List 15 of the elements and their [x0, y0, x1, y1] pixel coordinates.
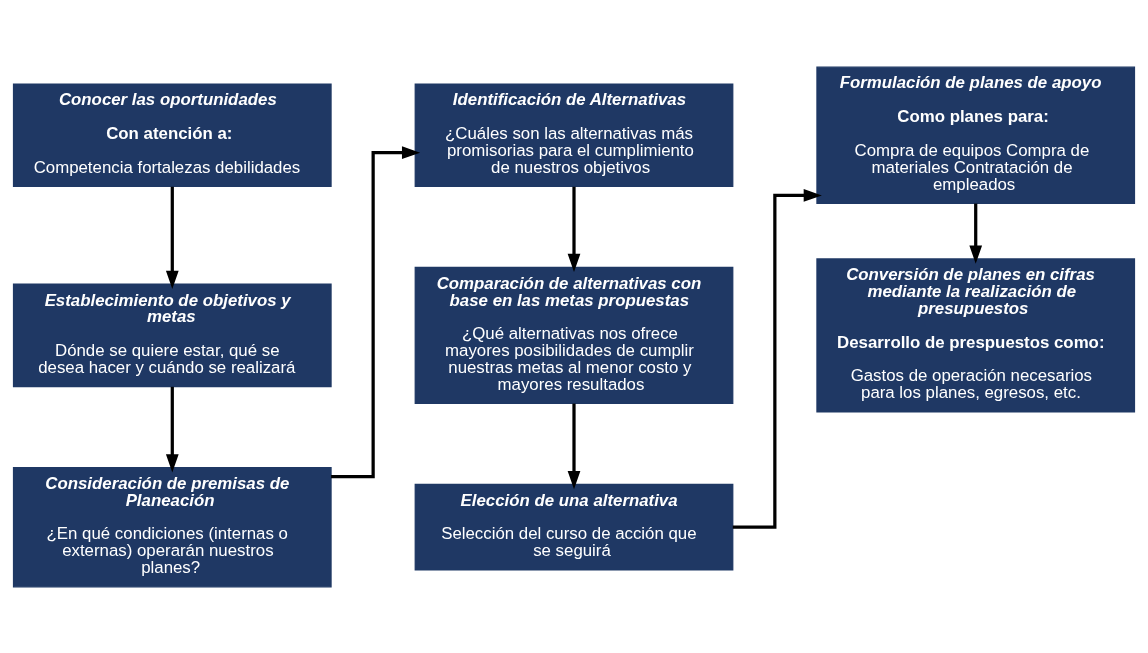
node-box: Comparación de alternativas con base en las metas propuestas ¿Qué alternativas nos ofrece mayores posibilidades de cumplir nuestras metas al menor costo y mayores resultados — [414, 266, 734, 404]
arrow — [165, 386, 179, 472]
node-box: Establecimiento de objetivos y metas Dónde se quiere estar, qué se desea hacer y cuándo se realizará — [12, 283, 332, 387]
node-box: Consideración de premisas de Planeación ¿En qué condiciones (internas o externas) operarán nuestros planes? — [12, 466, 332, 587]
arrow — [567, 186, 581, 272]
node-box: Conocer las oportunidades Con atención a: Competencia fortalezas debilidades — [12, 82, 332, 187]
node-box: Formulación de planes de apoyo Como planes para: Compra de equipos Compra de materiales Contratación de empleados — [816, 66, 1136, 204]
arrow — [732, 188, 822, 529]
arrow — [165, 186, 179, 289]
node-box: Elección de una alternativa Selección del curso de acción que se seguirá — [414, 483, 734, 571]
arrow — [331, 145, 421, 478]
node-box: Conversión de planes en cifras mediante la realización de presupuestos Desarrollo de prespuestos como: Gastos de operación necesarios para los planes, egresos, etc. — [816, 257, 1136, 413]
arrow — [567, 403, 581, 489]
arrow — [969, 203, 983, 264]
node-box: Identificación de Alternativas ¿Cuáles son las alternativas más promisorias para el cumplimiento de nuestros objetivos — [414, 82, 734, 187]
